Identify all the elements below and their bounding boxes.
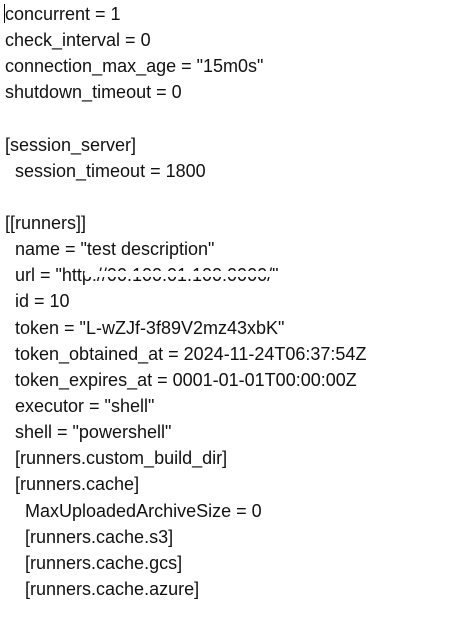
config-line[interactable]: connection_max_age = "15m0s" [5,56,264,76]
config-line[interactable]: concurrent = 1 [5,4,121,24]
config-line[interactable]: [runners.cache.gcs] [5,553,183,573]
config-line[interactable]: [runners.custom_build_dir] [5,448,228,468]
config-line[interactable]: [session_server] [5,135,137,155]
config-line[interactable]: executor = "shell" [5,396,155,416]
config-line[interactable]: check_interval = 0 [5,30,151,50]
config-line[interactable]: [runners.cache] [5,474,140,494]
config-line[interactable]: shell = "powershell" [5,422,172,442]
config-line[interactable]: token = "L-wZJf-3f89V2mz43xbK" [5,318,285,338]
config-line[interactable]: shutdown_timeout = 0 [5,82,182,102]
config-line[interactable]: token_expires_at = 0001-01-01T00:00:00Z [5,370,357,390]
config-line[interactable]: MaxUploadedArchiveSize = 0 [5,501,262,521]
config-line[interactable]: name = "test description" [5,239,215,259]
config-line[interactable]: [runners.cache.s3] [5,527,174,547]
text-cursor [4,4,5,23]
url-redaction [84,271,312,277]
config-line[interactable]: token_obtained_at = 2024-11-24T06:37:54Z [5,344,367,364]
config-line[interactable]: [[runners]] [5,213,87,233]
config-line[interactable]: session_timeout = 1800 [5,161,206,181]
config-line[interactable]: [runners.cache.azure] [5,579,200,599]
config-line[interactable]: id = 10 [5,291,70,311]
